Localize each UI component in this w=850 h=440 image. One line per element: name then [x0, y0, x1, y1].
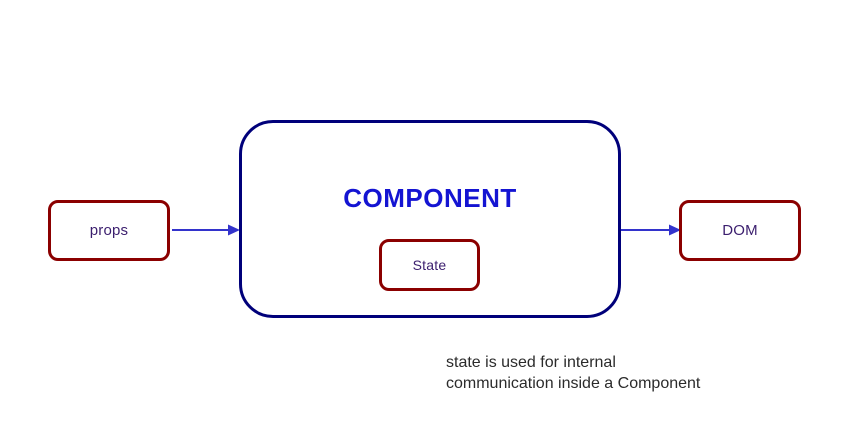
component-title: COMPONENT	[343, 183, 517, 213]
arrow-props-to-component	[172, 223, 240, 237]
node-props[interactable]: props	[48, 200, 170, 261]
node-props-label: props	[89, 222, 129, 239]
node-dom-label: DOM	[722, 222, 758, 239]
node-state-label: State	[412, 257, 447, 273]
node-state[interactable]: State	[379, 239, 480, 291]
arrow-component-to-dom	[621, 223, 681, 237]
node-dom[interactable]: DOM	[679, 200, 801, 261]
diagram-caption: state is used for internal communication…	[446, 354, 701, 392]
